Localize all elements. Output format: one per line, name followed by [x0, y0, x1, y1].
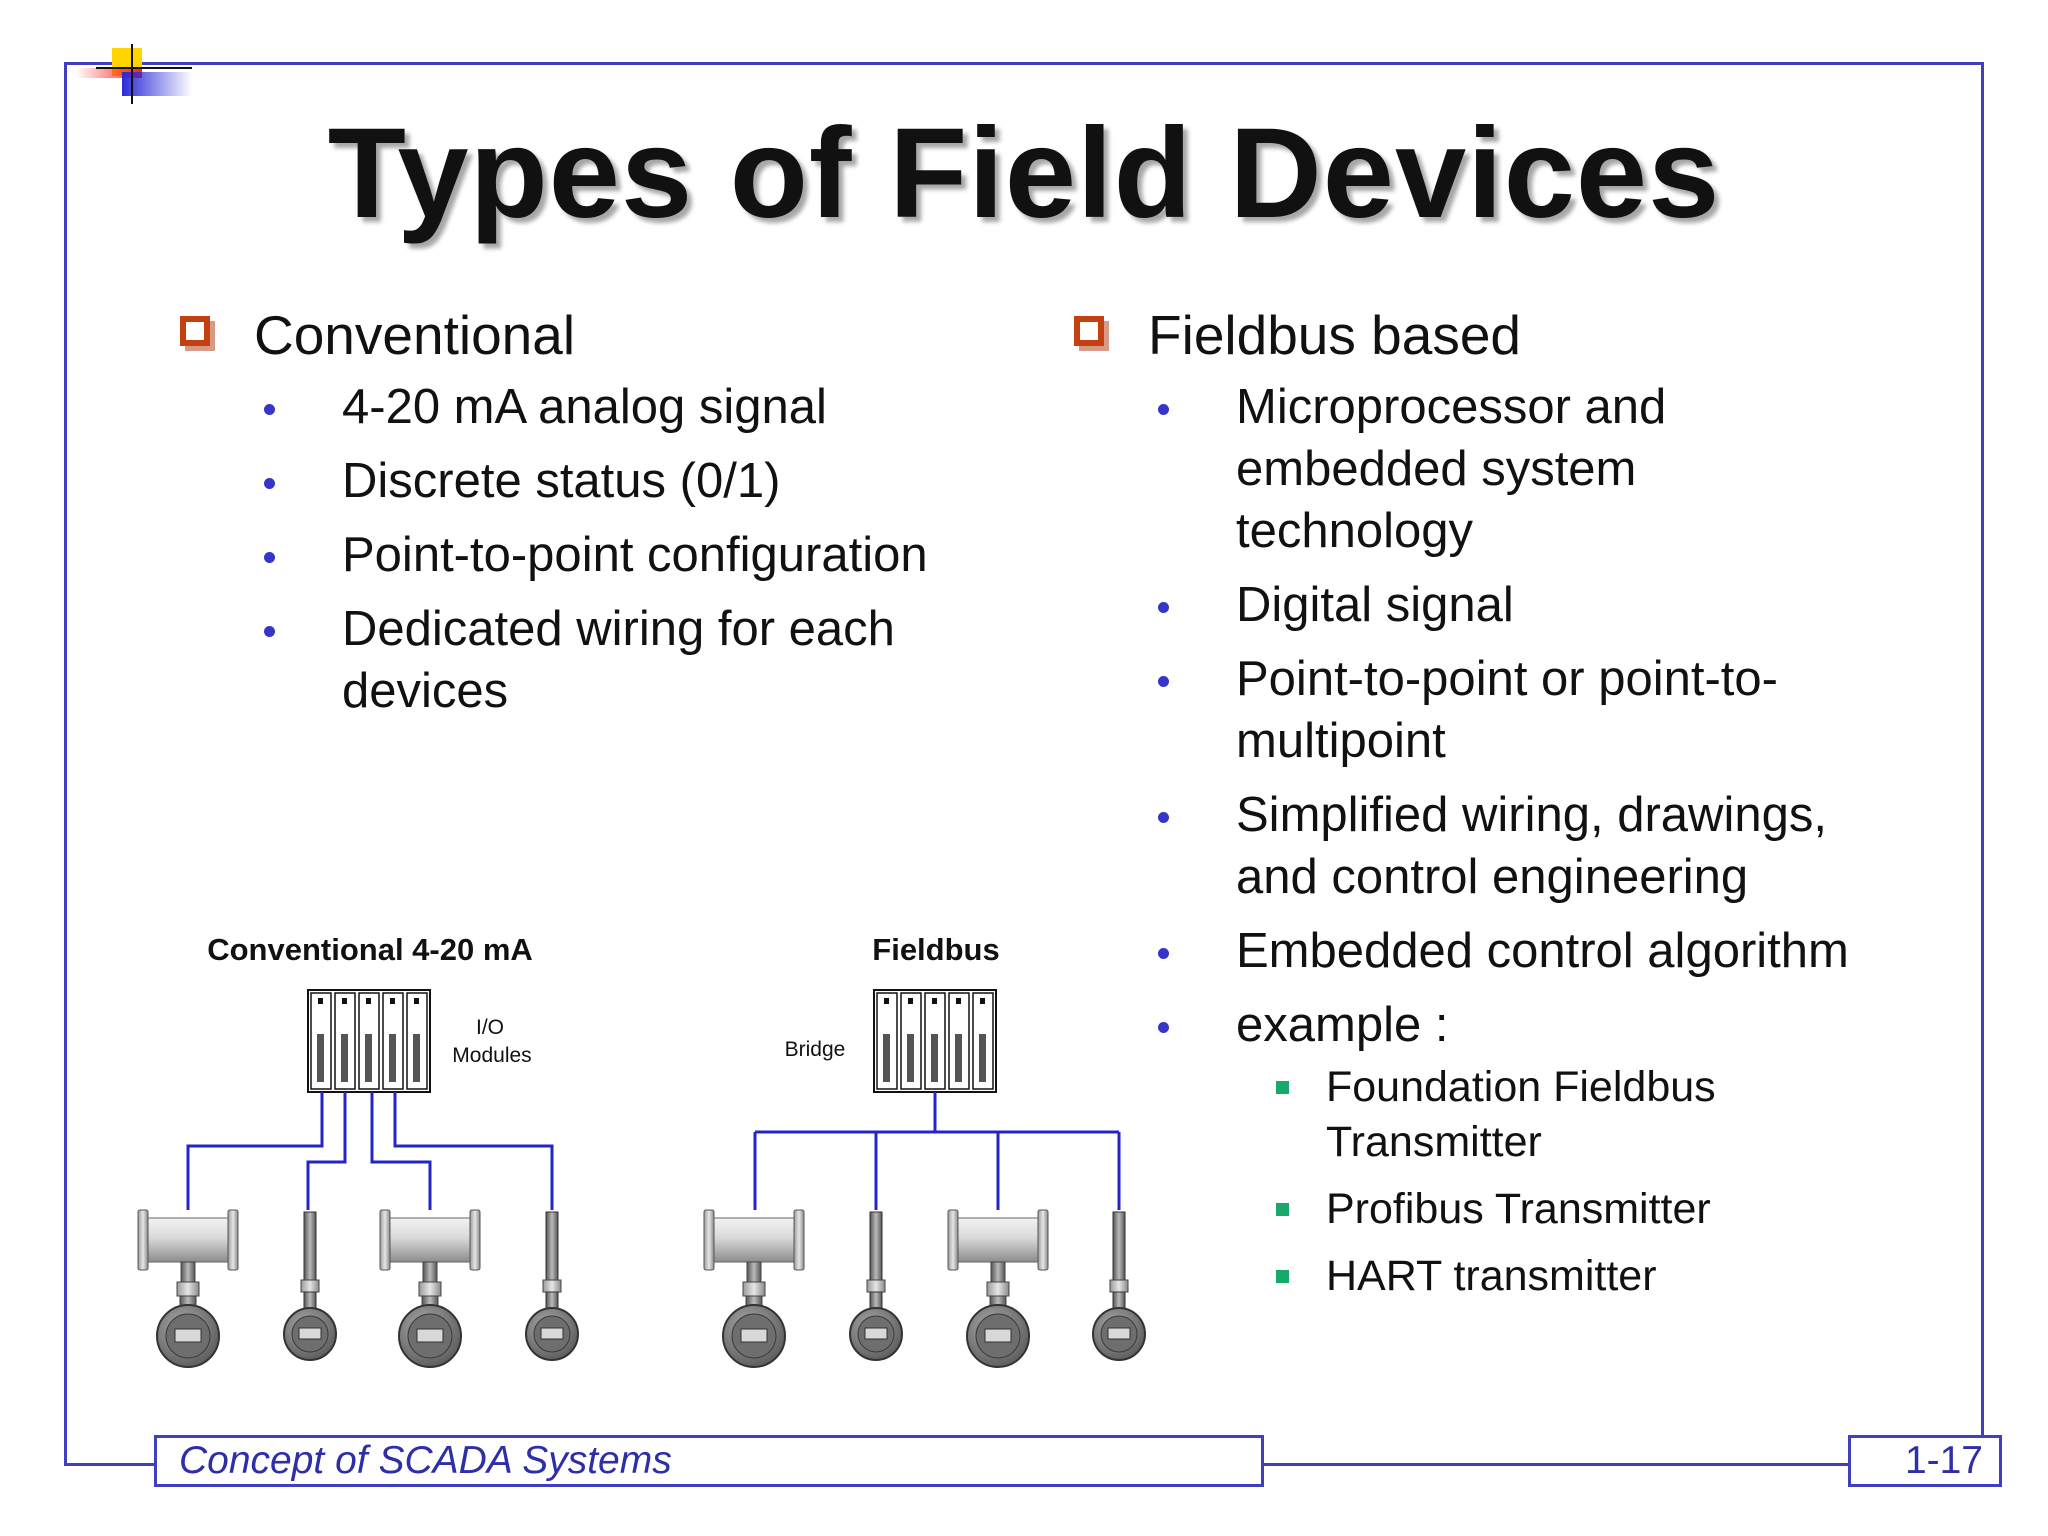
- dot-bullet-icon: [1158, 812, 1169, 823]
- slide-title: Types of Field Devices: [327, 102, 1721, 245]
- dot-bullet-icon: [1158, 1022, 1169, 1033]
- fieldbus-heading: Fieldbus based: [1070, 300, 1970, 370]
- footer-course-title: Concept of SCADA Systems: [154, 1435, 1264, 1487]
- probe-sensor-icon: [283, 1211, 337, 1361]
- probe-sensor-icon: [525, 1211, 579, 1361]
- list-item: Point-to-point or point-to-multipoint: [1158, 648, 1846, 772]
- square-bullet-icon: [180, 316, 210, 346]
- conventional-heading: Conventional: [176, 300, 1056, 370]
- probe-sensor-icon: [1092, 1211, 1146, 1361]
- dot-bullet-icon: [1158, 676, 1169, 687]
- list-item: Digital signal: [1158, 574, 1970, 636]
- example-list: Foundation Fieldbus Transmitter Profibus…: [1236, 1060, 1970, 1304]
- wiring-diagram: Conventional 4-20 mA Fieldbus I/O Module…: [137, 932, 1146, 1368]
- list-item: Embedded control algorithm: [1158, 920, 1970, 982]
- io-label: I/O: [476, 1016, 504, 1039]
- fieldbus-bullet-list: Microprocessor and embedded system techn…: [1070, 376, 1970, 1304]
- io-modules-rack: [307, 989, 431, 1093]
- dot-bullet-icon: [264, 626, 275, 637]
- list-item: Discrete status (0/1): [264, 450, 1056, 512]
- bridge-rack: [873, 989, 997, 1093]
- fieldbus-heading-text: Fieldbus based: [1148, 304, 1522, 366]
- list-item: Dedicated wiring for each devices: [264, 598, 982, 722]
- conventional-column: Conventional 4-20 mA analog signal Discr…: [176, 300, 1056, 734]
- conventional-bullet-list: 4-20 mA analog signal Discrete status (0…: [176, 376, 1056, 722]
- list-item: Point-to-point configuration: [264, 524, 1056, 586]
- bridge-label: Bridge: [785, 1038, 846, 1061]
- list-item: Profibus Transmitter: [1276, 1182, 1970, 1237]
- footer-page-number: 1-17: [1848, 1435, 2002, 1487]
- conventional-heading-text: Conventional: [254, 304, 576, 366]
- list-item: Simplified wiring, drawings, and control…: [1158, 784, 1876, 908]
- square-bullet-icon: [1074, 316, 1104, 346]
- conventional-wiring: [186, 1092, 554, 1210]
- flowmeter-icon: [379, 1209, 481, 1368]
- dot-bullet-icon: [1158, 602, 1169, 613]
- dot-bullet-icon: [1158, 948, 1169, 959]
- flowmeter-icon: [703, 1209, 805, 1368]
- dot-bullet-icon: [264, 404, 275, 415]
- fieldbus-wiring: [753, 1092, 1121, 1210]
- list-item: HART transmitter: [1276, 1249, 1970, 1304]
- flowmeter-icon: [947, 1209, 1049, 1368]
- square-bullet-icon: [1276, 1081, 1289, 1094]
- probe-sensor-icon: [849, 1211, 903, 1361]
- slide-logo-icon: [76, 44, 192, 104]
- list-item: 4-20 mA analog signal: [264, 376, 1056, 438]
- square-bullet-icon: [1276, 1270, 1289, 1283]
- flowmeter-icon: [137, 1209, 239, 1368]
- modules-label: Modules: [452, 1044, 531, 1067]
- dot-bullet-icon: [264, 552, 275, 563]
- list-item: Microprocessor and embedded system techn…: [1158, 376, 1736, 562]
- dot-bullet-icon: [264, 478, 275, 489]
- list-item: Foundation Fieldbus Transmitter: [1276, 1060, 1796, 1170]
- square-bullet-icon: [1276, 1203, 1289, 1216]
- dot-bullet-icon: [1158, 404, 1169, 415]
- conventional-diagram-label: Conventional 4-20 mA: [207, 932, 533, 967]
- list-item: example : Foundation Fieldbus Transmitte…: [1158, 994, 1970, 1304]
- fieldbus-column: Fieldbus based Microprocessor and embedd…: [1070, 300, 1970, 1316]
- fieldbus-diagram-label: Fieldbus: [872, 932, 999, 967]
